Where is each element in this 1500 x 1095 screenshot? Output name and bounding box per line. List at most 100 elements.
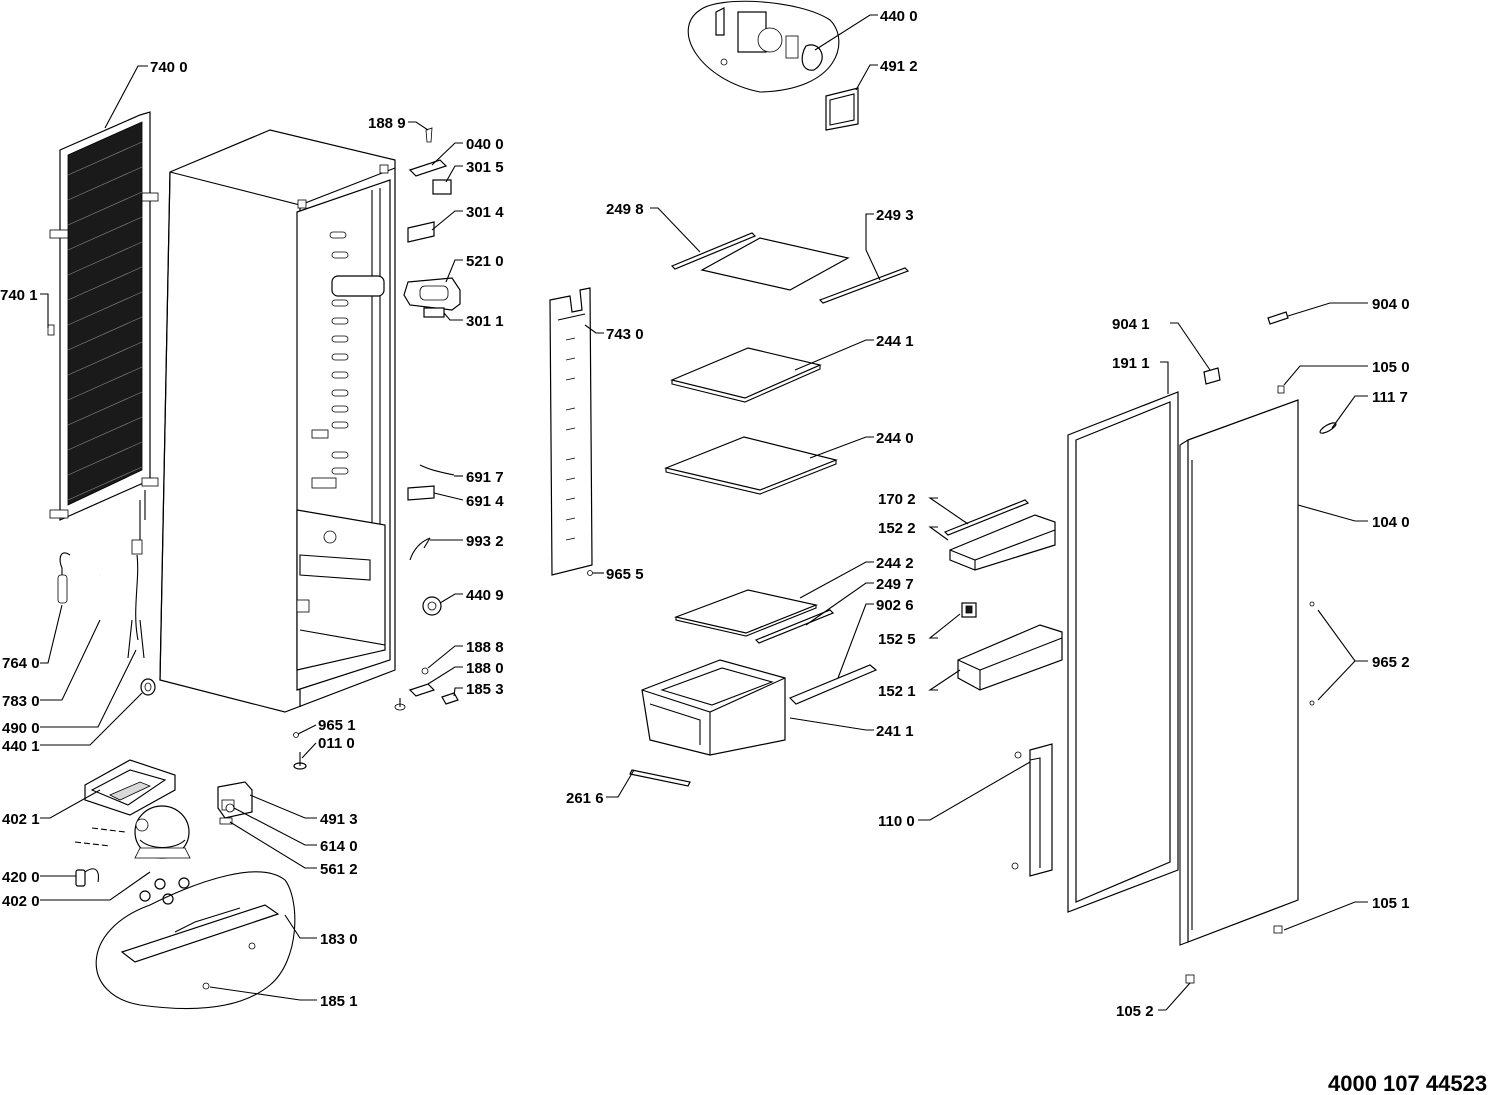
- label-249-3: 249 3: [876, 207, 914, 224]
- fan-440-9: [422, 596, 442, 616]
- foot-011-0: [293, 752, 307, 770]
- label-902-6: 902 6: [876, 597, 914, 614]
- label-420-0: 420 0: [2, 869, 40, 886]
- compressor-clips: [74, 827, 126, 847]
- power-cord: [127, 539, 145, 659]
- label-110-0: 110 0: [878, 813, 915, 830]
- hinge-904-0: [1267, 311, 1289, 325]
- base-plate-outline: [95, 871, 296, 1010]
- label-440-1: 440 1: [2, 738, 40, 755]
- label-614-0: 614 0: [320, 838, 358, 855]
- label-764-0: 764 0: [2, 655, 40, 672]
- light-cover-691-4: [407, 485, 435, 501]
- label-965-2: 965 2: [1372, 654, 1410, 671]
- door-balcony-152-1: [957, 624, 1063, 691]
- compressor-base-plate: [120, 904, 280, 990]
- label-188-8: 188 8: [466, 639, 504, 656]
- shelf-trim-249-8: [670, 232, 757, 270]
- label-249-8: 249 8: [606, 201, 644, 218]
- label-301-1: 301 1: [466, 313, 504, 330]
- label-152-1: 152 1: [878, 683, 916, 700]
- label-104-0: 104 0: [1372, 514, 1410, 531]
- drawer-rail-261-6: [629, 769, 691, 787]
- label-188-9: 188 9: [368, 115, 406, 132]
- fan-unit-assembly: [687, 0, 840, 93]
- bottle-guard-170-2: [943, 499, 1030, 536]
- compressor: [134, 805, 191, 859]
- label-011-0: 011 0: [318, 735, 355, 752]
- label-691-7: 691 7: [466, 469, 504, 486]
- label-743-0: 743 0: [606, 326, 644, 343]
- label-402-0: 402 0: [2, 893, 40, 910]
- drawer-rail-902-6: [788, 664, 878, 705]
- label-105-1: 105 1: [1372, 895, 1410, 912]
- wire-691-7: [419, 464, 455, 476]
- label-691-4: 691 4: [466, 493, 504, 510]
- screw-965-1: [293, 732, 299, 738]
- label-904-0: 904 0: [1372, 296, 1410, 313]
- callout-labels: 740 0 740 1 764 0 783 0 490 0 440 1 188 …: [0, 8, 1487, 1095]
- label-170-2: 170 2: [878, 491, 916, 508]
- glass-shelf-244-0: [664, 436, 838, 495]
- fan-cover-491-2: [825, 87, 859, 131]
- label-183-0: 183 0: [320, 931, 358, 948]
- hinge-pin-105-0: [1277, 385, 1285, 394]
- screw-188-9: [425, 127, 433, 143]
- label-105-2: 105 2: [1116, 1003, 1154, 1020]
- condenser-coil: [47, 111, 159, 540]
- label-491-3: 491 3: [320, 811, 358, 828]
- label-740-0: 740 0: [150, 59, 188, 76]
- hinge-pin-105-1: [1273, 925, 1283, 934]
- leader-lines: [40, 14, 1368, 1011]
- label-185-3: 185 3: [466, 681, 504, 698]
- evaporation-tray-402-1: [84, 759, 176, 816]
- label-561-2: 561 2: [320, 861, 358, 878]
- cover-301-5: [432, 179, 452, 195]
- label-191-1: 191 1: [1112, 355, 1150, 372]
- door-gasket-191-1: [1067, 391, 1179, 913]
- label-965-5: 965 5: [606, 566, 644, 583]
- label-241-1: 241 1: [876, 723, 914, 740]
- hinge-cover-904-1: [1203, 367, 1221, 385]
- foot-185-3: [441, 692, 459, 705]
- label-993-2: 993 2: [466, 533, 504, 550]
- glass-shelf-244-2: [673, 589, 819, 637]
- label-740-1: 740 1: [0, 287, 38, 304]
- label-440-9: 440 9: [466, 587, 504, 604]
- label-440-0: 440 0: [880, 8, 918, 25]
- label-111-7: 111 7: [1372, 389, 1408, 406]
- label-491-2: 491 2: [880, 58, 918, 75]
- air-duct-743-0: [549, 287, 593, 576]
- label-965-1: 965 1: [318, 717, 356, 734]
- label-301-5: 301 5: [466, 159, 504, 176]
- label-261-6: 261 6: [566, 790, 604, 807]
- screw-965-5: [587, 570, 593, 576]
- label-402-1: 402 1: [2, 811, 40, 828]
- handle-110-0: [1011, 743, 1053, 877]
- screws-965-2: [1309, 601, 1315, 706]
- label-521-0: 521 0: [466, 253, 504, 270]
- door-balcony-152-2: [949, 514, 1056, 571]
- label-185-1: 185 1: [320, 993, 358, 1010]
- cover-301-4: [407, 221, 435, 243]
- glass-shelf-249-3: [700, 237, 910, 304]
- door-104-0: [1179, 399, 1299, 946]
- bracket-188-0: [408, 683, 436, 697]
- drier-filter: [57, 552, 71, 604]
- shelf-trim-249-7: [754, 609, 835, 644]
- cord-grommet: [140, 678, 156, 696]
- label-904-1: 904 1: [1112, 316, 1150, 333]
- relay-420-0: [75, 868, 99, 887]
- label-244-0: 244 0: [876, 430, 914, 447]
- foot-adjustable: [394, 698, 406, 711]
- thermostat-box-521-0: [403, 277, 461, 311]
- capillary-tube: [99, 574, 107, 621]
- label-490-0: 490 0: [2, 720, 40, 737]
- document-number: 4000 107 44523: [1328, 1071, 1487, 1095]
- hinge-040-0: [408, 159, 448, 177]
- clip-152-5: [961, 602, 977, 618]
- label-105-0: 105 0: [1372, 359, 1410, 376]
- sensor-993-2: [409, 537, 431, 561]
- label-244-2: 244 2: [876, 555, 914, 572]
- cap-111-7: [1319, 422, 1337, 434]
